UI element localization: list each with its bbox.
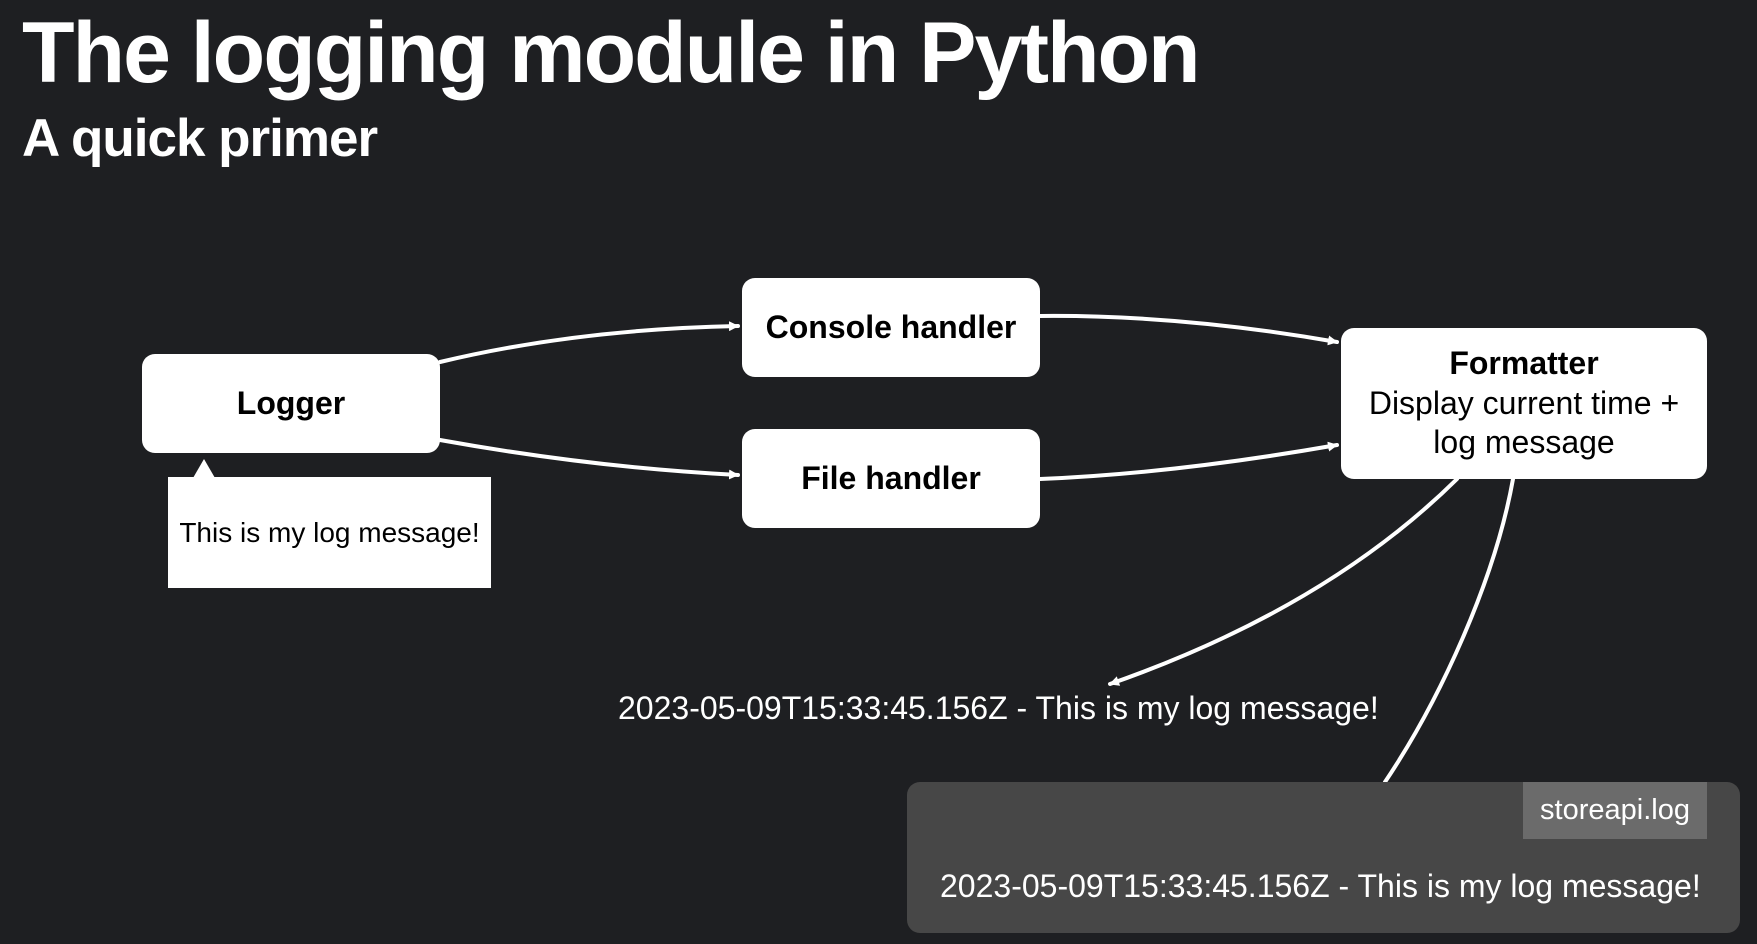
console-handler-label: Console handler xyxy=(765,309,1017,345)
formatter-label: Formatter xyxy=(1449,344,1599,381)
log-file-panel: storeapi.log 2023-05-09T15:33:45.156Z - … xyxy=(907,782,1740,933)
slide-subtitle: A quick primer xyxy=(22,109,378,168)
formatter-node: Formatter Display current time + log mes… xyxy=(1341,328,1707,479)
arrow-file-to-formatter xyxy=(1038,441,1339,481)
arrow-console-to-formatter xyxy=(1038,313,1339,346)
logger-label: Logger xyxy=(236,385,346,421)
arrow-formatter-to-console-output xyxy=(1108,477,1459,686)
log-message-callout: This is my log message! xyxy=(168,477,491,588)
callout-text: This is my log message! xyxy=(179,516,480,548)
logger-node: Logger xyxy=(142,354,440,453)
arrow-formatter-to-file-output xyxy=(1383,477,1515,784)
console-handler-node: Console handler xyxy=(742,278,1040,377)
callout-pointer xyxy=(193,459,215,478)
formatter-description: Display current time + log message xyxy=(1368,384,1680,460)
file-handler-label: File handler xyxy=(801,460,981,496)
slide-title: The logging module in Python xyxy=(22,5,1201,101)
file-handler-node: File handler xyxy=(742,429,1040,528)
arrow-logger-to-file xyxy=(438,438,740,480)
log-file-tab: storeapi.log xyxy=(1523,782,1707,839)
console-output-line: 2023-05-09T15:33:45.156Z - This is my lo… xyxy=(618,690,1379,726)
log-file-line: 2023-05-09T15:33:45.156Z - This is my lo… xyxy=(940,868,1701,904)
arrow-logger-to-console xyxy=(438,321,740,364)
log-file-name: storeapi.log xyxy=(1540,794,1690,826)
